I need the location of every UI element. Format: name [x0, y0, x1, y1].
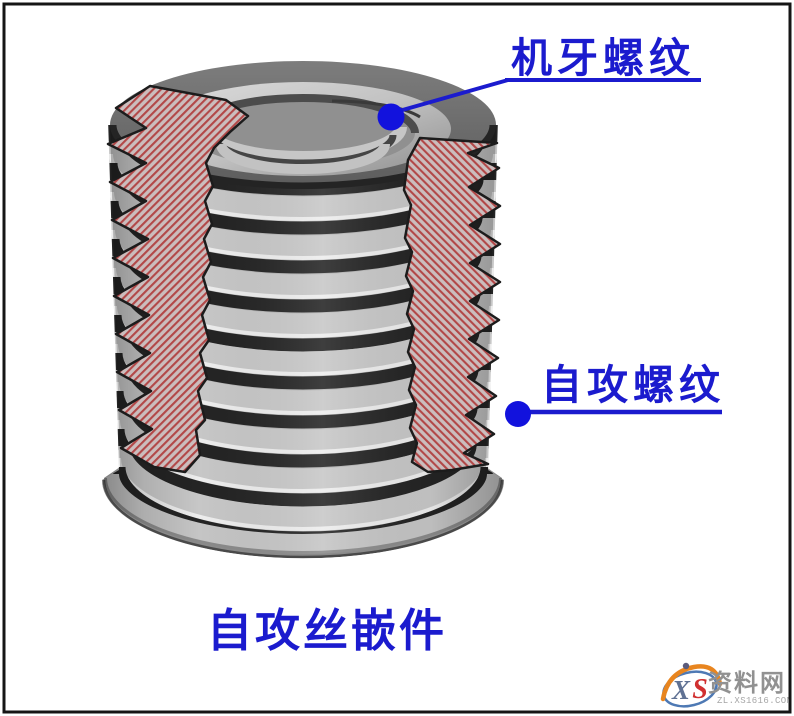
annotations: 机牙螺纹 自攻螺纹 自攻丝嵌件	[207, 35, 725, 656]
self-tapping-thread-dot	[505, 401, 531, 427]
xs-logo-letter-s: S	[692, 674, 708, 705]
xs-logo-dot	[682, 662, 690, 670]
threaded-insert-illustration	[102, 61, 504, 559]
watermark-site-url: ZL.XS1616.COM	[717, 696, 792, 706]
watermark-site-name: 资料网	[708, 670, 786, 697]
right-section-hatch	[402, 136, 502, 474]
machine-thread-leader-line	[398, 78, 509, 113]
machine-thread-dot	[377, 103, 405, 131]
xs-logo-swoosh	[660, 664, 723, 702]
machine-thread-label: 机牙螺纹	[511, 35, 695, 81]
bore-thread-runout	[331, 99, 421, 119]
bore-thread-crest-2	[216, 143, 390, 174]
left-section-hatch	[106, 84, 250, 474]
figure-caption: 自攻丝嵌件	[207, 605, 447, 656]
self-tapping-thread-label: 自攻螺纹	[541, 362, 725, 408]
xs-logo-letter-x: X	[671, 675, 691, 705]
watermark-logo: X S 资料网 ZL.XS1616.COM	[660, 662, 792, 708]
